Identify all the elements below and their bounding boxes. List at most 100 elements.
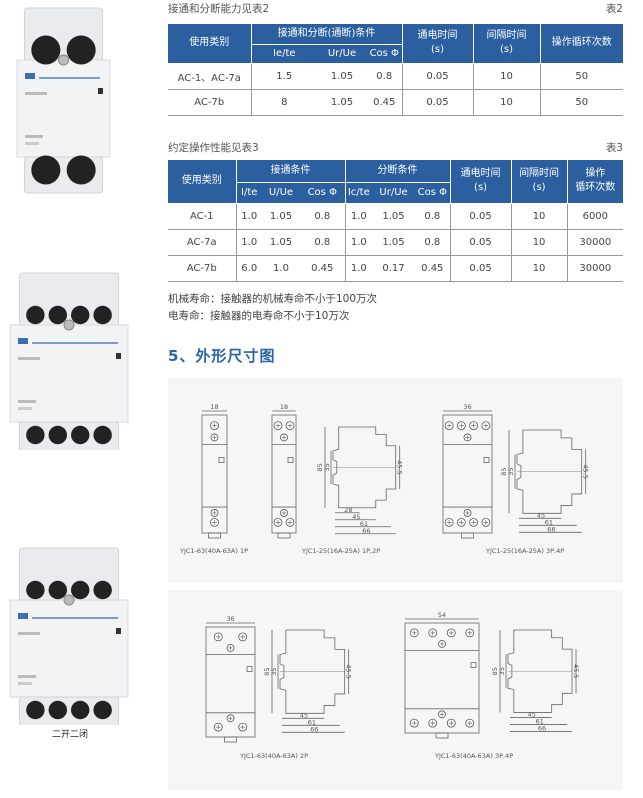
terminal-screw-icon: [26, 580, 45, 600]
side-outline: [279, 629, 346, 714]
depth-label: 61: [308, 718, 316, 726]
diagram-caption: YJC1-63(40A-63A) 3P,4P: [434, 752, 513, 760]
model-label: [18, 357, 40, 360]
mid-height-label: 45.5: [396, 460, 404, 474]
coil-terminal-icon: [58, 54, 69, 66]
mid-height-label: 45.5: [345, 664, 353, 678]
th-uue: U/Ue: [262, 182, 300, 204]
width-label: 18: [210, 403, 218, 411]
din-clip: [224, 736, 237, 743]
depth-label: 61: [545, 518, 553, 526]
coil-terminal-icon: [63, 319, 75, 331]
table2: 使用类别 接通和分断(通断)条件 通电时间(s) 间隔时间(s) 操作循环次数 …: [168, 24, 623, 116]
model-label: [25, 92, 47, 95]
height-label: 85: [316, 463, 324, 471]
din-clip: [208, 532, 221, 539]
terminal-screw-icon: [31, 35, 61, 65]
product-image-2p: [16, 7, 111, 194]
note-mechanical-life: 机械寿命：接触器的机械寿命不小于100万次: [168, 293, 378, 305]
note-electrical-life: 电寿命：接触器的电寿命不小于10万次: [168, 310, 350, 322]
brand-logo: [25, 73, 35, 79]
width-label: 54: [438, 611, 446, 619]
coil-terminal-icon: [63, 594, 75, 606]
width-label: 36: [226, 615, 234, 623]
diagram-caption: YJC1-25(16A-25A) 3P,4P: [485, 547, 564, 555]
rail-label: 35: [507, 468, 515, 476]
din-clip: [461, 532, 474, 539]
rating-label: [25, 135, 43, 138]
depth-label: 66: [547, 525, 555, 533]
din-clip: [277, 532, 291, 539]
depth-label: 45: [352, 513, 360, 521]
rail-label: 35: [270, 668, 278, 676]
terminal-screw-icon: [26, 425, 45, 445]
th-cos: Cos Φ: [367, 44, 403, 64]
th-ite: I/te: [235, 182, 262, 204]
table3: 使用类别 接通条件 分断条件 通电时间(s) 间隔时间(s) 操作循环次数 I/…: [168, 160, 624, 282]
depth-label: 61: [535, 717, 543, 725]
height-label: 85: [263, 668, 271, 676]
terminal-screw-icon: [93, 425, 112, 445]
depth-label: 66: [362, 527, 370, 535]
housing-front: [9, 324, 129, 423]
indicator-window: [218, 457, 225, 463]
front-view-4: 54: [404, 611, 480, 739]
th-ur: Ur/Ue: [317, 44, 367, 64]
table3-tag: 表3: [605, 142, 623, 154]
th-make: 接通条件: [235, 160, 346, 183]
product-caption: 二开二闭: [52, 730, 89, 740]
model-label: [18, 632, 40, 635]
terminal-screw-icon: [48, 305, 68, 325]
terminal-screw-icon: [70, 700, 90, 720]
th-ie: Ie/te: [250, 44, 317, 64]
th-cos-make: Cos Φ: [300, 182, 346, 204]
indicator-window: [246, 666, 253, 672]
th-category: 使用类别: [168, 160, 237, 204]
th-urue: Ur/Ue: [372, 182, 416, 204]
side-outline: [507, 629, 573, 713]
product-image-2no2nc: [9, 547, 129, 725]
th-on-time: 通电时间(s): [401, 24, 474, 64]
terminal-screw-icon: [31, 155, 61, 185]
section-heading: 5、外形尺寸图: [168, 347, 276, 365]
th-cos-break: Cos Φ: [415, 182, 451, 204]
terminal-screw-icon: [70, 580, 90, 600]
front-view-3: 36: [205, 615, 256, 743]
mid-height-label: 45.5: [582, 464, 590, 478]
th-icte: Ic/te: [344, 182, 373, 204]
rating-label: [18, 675, 36, 678]
brand-logo: [18, 613, 28, 619]
front-view-1: 18: [271, 403, 297, 539]
depth-label: 45: [300, 711, 308, 719]
th-group: 接通和分断(通断)条件: [250, 24, 403, 45]
terminal-screw-icon: [70, 425, 90, 445]
width-label: 36: [463, 403, 471, 411]
table-row: AC-1、AC-7a 1.5 1.05 0.8 0.05 10 50: [168, 63, 623, 90]
th-cycles: 操作循环次数: [539, 24, 623, 64]
terminal-screw-icon: [48, 425, 68, 445]
front-view-2: 36: [442, 403, 493, 539]
depth-label: 28: [344, 506, 352, 514]
rating-label: [18, 400, 36, 403]
indicator-window: [483, 457, 490, 463]
terminal-screw-icon: [70, 305, 90, 325]
height-label: 85: [500, 468, 508, 476]
terminal-screw-icon: [66, 155, 96, 185]
indicator-window: [116, 353, 121, 359]
indicator-window: [287, 457, 294, 463]
depth-label: 61: [360, 520, 368, 528]
mid-height-label: 45.5: [572, 664, 580, 678]
depth-label: 45: [528, 710, 536, 718]
indicator-window: [98, 88, 103, 94]
terminal-screw-icon: [48, 700, 68, 720]
table3-title: 约定操作性能见表3: [168, 142, 259, 154]
indicator-window: [470, 662, 477, 668]
terminal-screw-icon: [26, 700, 45, 720]
depth-label: 66: [538, 724, 546, 732]
side-outline: [332, 426, 397, 509]
